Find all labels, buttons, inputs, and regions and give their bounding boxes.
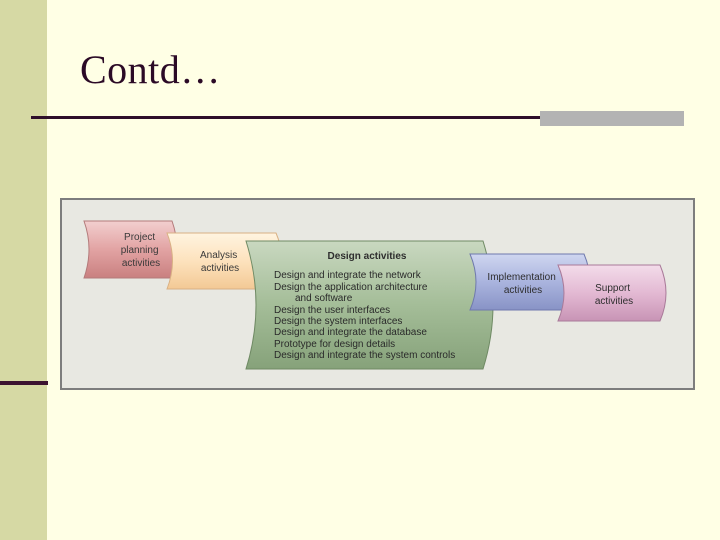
title-underline-block <box>540 111 684 126</box>
design-item: and software <box>295 293 353 304</box>
design-stage-title: Design activities <box>328 251 407 262</box>
design-activity-list: Design and integrate the network Design … <box>274 270 455 361</box>
title-underline <box>31 116 683 119</box>
design-item: Design the system interfaces <box>274 316 402 327</box>
stage-label: Analysis activities <box>200 250 240 274</box>
design-item: Design and integrate the database <box>274 327 427 338</box>
design-item: Design the application architecture <box>274 282 428 293</box>
stage-label: Implementation activities <box>487 272 558 296</box>
stage-support: Support activities <box>557 264 667 322</box>
design-item: Design and integrate the network <box>274 270 422 281</box>
stage-design: Design activities Design and integrate t… <box>245 240 494 370</box>
design-item: Prototype for design details <box>274 339 395 350</box>
left-decor-band <box>0 0 47 540</box>
stage-project-planning: Project planning activities <box>83 220 178 279</box>
stage-label: Project planning activities <box>121 232 162 269</box>
slide-title: Contd… <box>80 47 221 92</box>
design-item: Design the user interfaces <box>274 305 390 316</box>
stage-shape <box>557 264 667 322</box>
stage-label: Support activities <box>595 283 633 307</box>
left-accent-bar <box>0 381 48 385</box>
design-item: Design and integrate the system controls <box>274 350 455 361</box>
